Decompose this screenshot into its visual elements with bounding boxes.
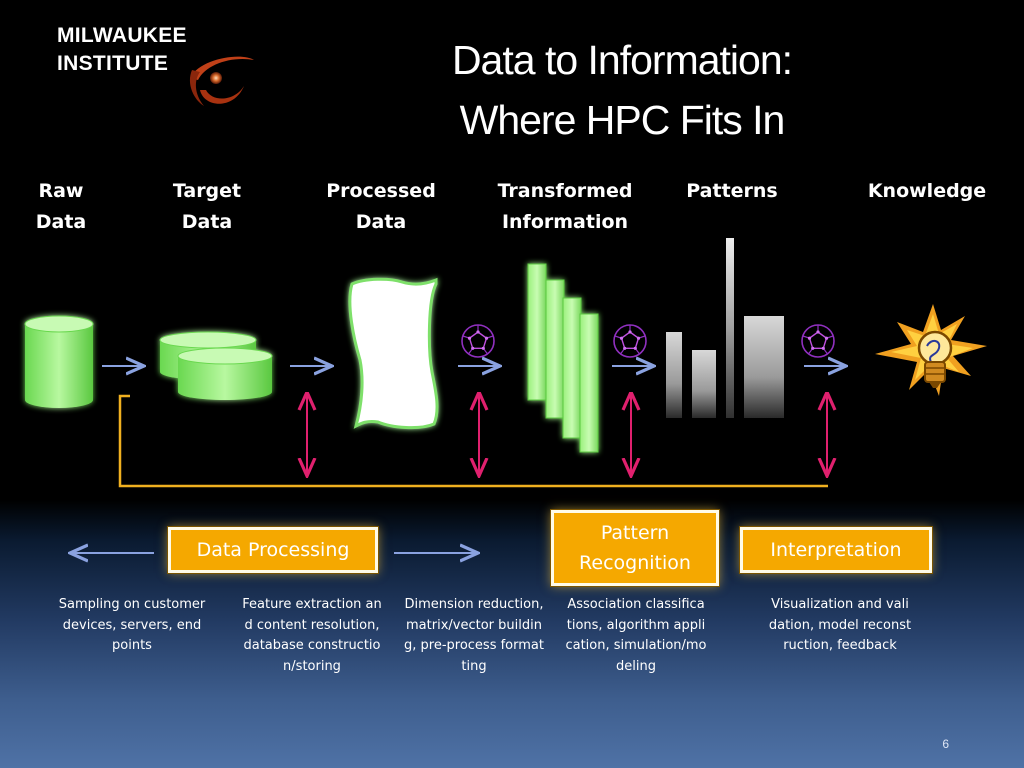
fullerene-molecule-icon-2 <box>613 324 647 358</box>
raw-data-cylinder-icon <box>24 315 94 408</box>
title-line-1: Data to Information: <box>451 37 793 83</box>
title-line-2: Where HPC Fits In <box>459 97 786 143</box>
processed-data-document-icon <box>348 277 439 430</box>
data-processing-box: Data Processing <box>168 527 378 573</box>
target-data-stacked-disks-icon <box>159 331 273 400</box>
pattern-recognition-box: Pattern Recognition <box>551 510 719 586</box>
knowledge-lightbulb-icon <box>875 304 987 396</box>
interpretation-box: Interpretation <box>740 527 932 573</box>
description-feature-extraction: Feature extraction and content resolutio… <box>242 597 382 674</box>
logo-line-2: INSTITUTE <box>57 52 169 75</box>
feedback-loop-line <box>118 394 828 488</box>
logo-swirl-icon <box>189 56 254 106</box>
description-association: Association classifications, algorithm a… <box>565 597 707 674</box>
logo-line-1: MILWAUKEE <box>57 24 187 47</box>
fullerene-molecule-icon-3 <box>801 324 835 358</box>
stage-label-patterns: Patterns <box>686 180 778 202</box>
page-title: Data to Information: Where HPC Fits In <box>400 30 844 150</box>
description-visualization: Visualization and validation, model reco… <box>768 597 912 653</box>
stage-label-knowledge: Knowledge <box>867 180 987 202</box>
hpc-double-arrows <box>307 394 827 476</box>
process-side-arrows <box>60 540 490 564</box>
description-dimension-reduction: Dimension reduction, matrix/vector build… <box>404 597 544 674</box>
fullerene-molecule-icon-1 <box>461 324 495 358</box>
patterns-bar-chart-icon <box>666 238 784 418</box>
description-sampling: Sampling on customer devices, servers, e… <box>58 597 206 653</box>
flow-diagram <box>24 238 987 488</box>
page-number: 6 <box>942 737 949 751</box>
logo: MILWAUKEE INSTITUTE <box>57 22 187 78</box>
transformed-stacked-pages-icon <box>527 263 599 453</box>
